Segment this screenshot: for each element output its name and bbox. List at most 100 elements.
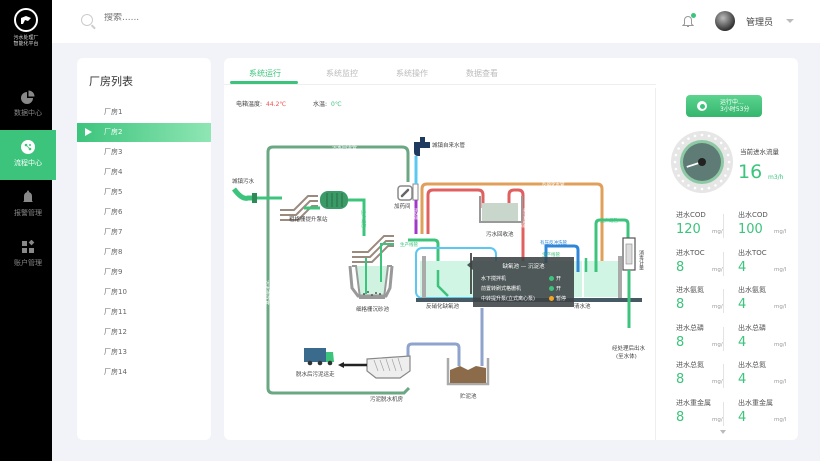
disinfection-meter-label: 消毒计量 [638, 249, 644, 271]
sewage-recovery-pipe [507, 188, 525, 263]
gauge-tick [726, 153, 730, 157]
tab-system-operate[interactable]: 系统操作 [396, 69, 428, 78]
metric-unit: mg/l [774, 266, 787, 273]
tank-tooltip: 缺氧池 — 沉淀池 水下搅拌机开前置转刷式格栅机开中转提升泵(立式离心泵)暂停 [467, 257, 574, 307]
plant-list-item[interactable]: 厂房3 [104, 148, 123, 156]
gauge-tick [719, 179, 723, 183]
metric-value: 8 [676, 297, 685, 312]
plant-list-item[interactable]: 厂房12 [104, 328, 127, 336]
gauge-tick [700, 133, 704, 137]
metric-unit: mg/l [712, 266, 725, 273]
pie-chart-icon [21, 90, 35, 104]
metric-unit: mg/l [774, 304, 787, 310]
metric-label: 出水TOC [738, 248, 767, 257]
water-temp-value: 0℃ [331, 101, 342, 108]
tooltip-row: 水下搅拌机开 [481, 275, 571, 282]
run-status: 运行中... [720, 99, 744, 106]
plant-list-item[interactable]: 厂房7 [104, 228, 123, 236]
gauge-tick [719, 141, 723, 145]
nav-item-data-center[interactable]: 数据中心 [0, 80, 56, 130]
metric-label: 进水TOC [676, 248, 705, 257]
tooltip-row: 中转提升泵(立式离心泵)暂停 [481, 295, 571, 302]
nav-item-account[interactable]: 账户管理 [0, 230, 56, 280]
gauge-hub [698, 158, 706, 166]
gauge-tick [687, 137, 690, 140]
gauge-tick [674, 153, 678, 157]
chevron-down-icon[interactable] [786, 19, 794, 23]
gauge-tick [707, 186, 711, 190]
gauge-tick [724, 147, 727, 150]
username[interactable]: 管理员 [746, 18, 774, 28]
nav-item-flow-center[interactable]: 流程中心 [0, 130, 56, 180]
plant-list-item[interactable]: 厂房5 [104, 188, 123, 196]
tab-system-monitor[interactable]: 系统监控 [326, 69, 358, 78]
plant-list-item[interactable]: 厂房9 [104, 268, 123, 276]
clear-water-tank-label: 清水池 [574, 302, 591, 310]
sludge-storage-tank [446, 358, 490, 386]
logo-text-line2: 智能化平台 [13, 41, 39, 47]
gauge-tick [681, 179, 685, 183]
plant-list-item[interactable]: 厂房8 [104, 248, 123, 256]
anoxic-tank-label: 反硝化缺氧池 [426, 302, 460, 310]
tab-system-run[interactable]: 系统运行 [249, 69, 281, 78]
flow-unit: m3/h [768, 174, 784, 181]
nav-item-alarm[interactable]: 报警管理 [0, 180, 56, 230]
metric-divider [723, 214, 724, 238]
plant-list-item[interactable]: 厂房6 [104, 208, 123, 216]
town-sewage-label: 城镇污水 [232, 177, 255, 185]
nav-label: 数据中心 [14, 109, 42, 117]
search-input[interactable] [104, 13, 224, 23]
metric-unit: mg/l [774, 229, 787, 235]
metric-value: 4 [738, 409, 747, 425]
fine-grid-grit-label: 细格栅沉砂池 [356, 305, 390, 313]
avatar[interactable] [715, 11, 735, 31]
notification-bell-icon[interactable] [682, 14, 694, 28]
sludge-return-pipe [266, 197, 411, 395]
production-pipe-1 [348, 198, 366, 236]
metric-label: 进水氨氮 [676, 286, 704, 294]
cabinet-temp-label: 电箱温度: [236, 101, 263, 108]
inlet-pipe [231, 187, 252, 201]
plant-list-item[interactable]: 厂房13 [104, 348, 127, 356]
gauge-tick [693, 186, 697, 190]
status-dot-icon [549, 296, 554, 301]
metric-label: 出水总氮 [738, 361, 766, 369]
water-temp-readout: 水温:0℃ [313, 99, 342, 108]
search-icon[interactable] [81, 14, 93, 26]
plant-list-item[interactable]: 厂房4 [104, 168, 123, 176]
metric-value: 100 [738, 222, 763, 237]
production-pipe-label-3: 生产线管 [542, 251, 560, 258]
plant-list-item[interactable]: 厂房1 [104, 108, 123, 116]
plant-list-item[interactable]: 厂房2 [77, 123, 211, 142]
sludge-storage-label: 贮泥池 [460, 392, 477, 400]
metric-unit: mg/l [712, 416, 725, 423]
metric-label: 出水COD [738, 211, 768, 219]
metric-value: 8 [676, 259, 685, 275]
tab-data-view[interactable]: 数据查看 [466, 69, 498, 78]
process-diagram: 污水回流管 污泥排放管 城镇污水 粗格栅提升泵站 生产线管 生产线管 细格栅沉砂… [231, 137, 646, 403]
tooltip-row: 前置转刷式格栅机开 [481, 285, 571, 292]
run-status-button[interactable]: 运行中... 3小时53分 [686, 95, 762, 117]
metric-value: 4 [738, 259, 747, 275]
metric-label: 出水重金属 [738, 398, 773, 407]
scroll-down-icon[interactable] [720, 430, 726, 434]
fine-grid-screen [352, 235, 394, 263]
status-dot-icon [549, 286, 554, 291]
flow-icon [21, 140, 35, 154]
active-tab-indicator [230, 81, 298, 84]
run-duration: 3小时53分 [720, 106, 750, 113]
coarse-grid-pump-label: 粗格栅提升泵站 [289, 215, 328, 223]
plant-list-item[interactable]: 厂房14 [104, 368, 127, 376]
metric-unit: mg/l [774, 379, 787, 385]
side-navigation: 污水处理厂 智能化平台 数据中心 流程中心 报警管理 账户管理 [0, 0, 56, 461]
app-logo: 污水处理厂 智能化平台 [0, 8, 52, 47]
nitrification-pipe [420, 182, 604, 270]
plant-list-item[interactable]: 厂房11 [104, 308, 127, 316]
metric-unit: mg/l [774, 341, 787, 348]
nav-label: 报警管理 [14, 209, 42, 217]
plant-list-item[interactable]: 厂房10 [104, 288, 127, 296]
gauge-tick [707, 134, 711, 138]
lift-pump [320, 191, 348, 209]
